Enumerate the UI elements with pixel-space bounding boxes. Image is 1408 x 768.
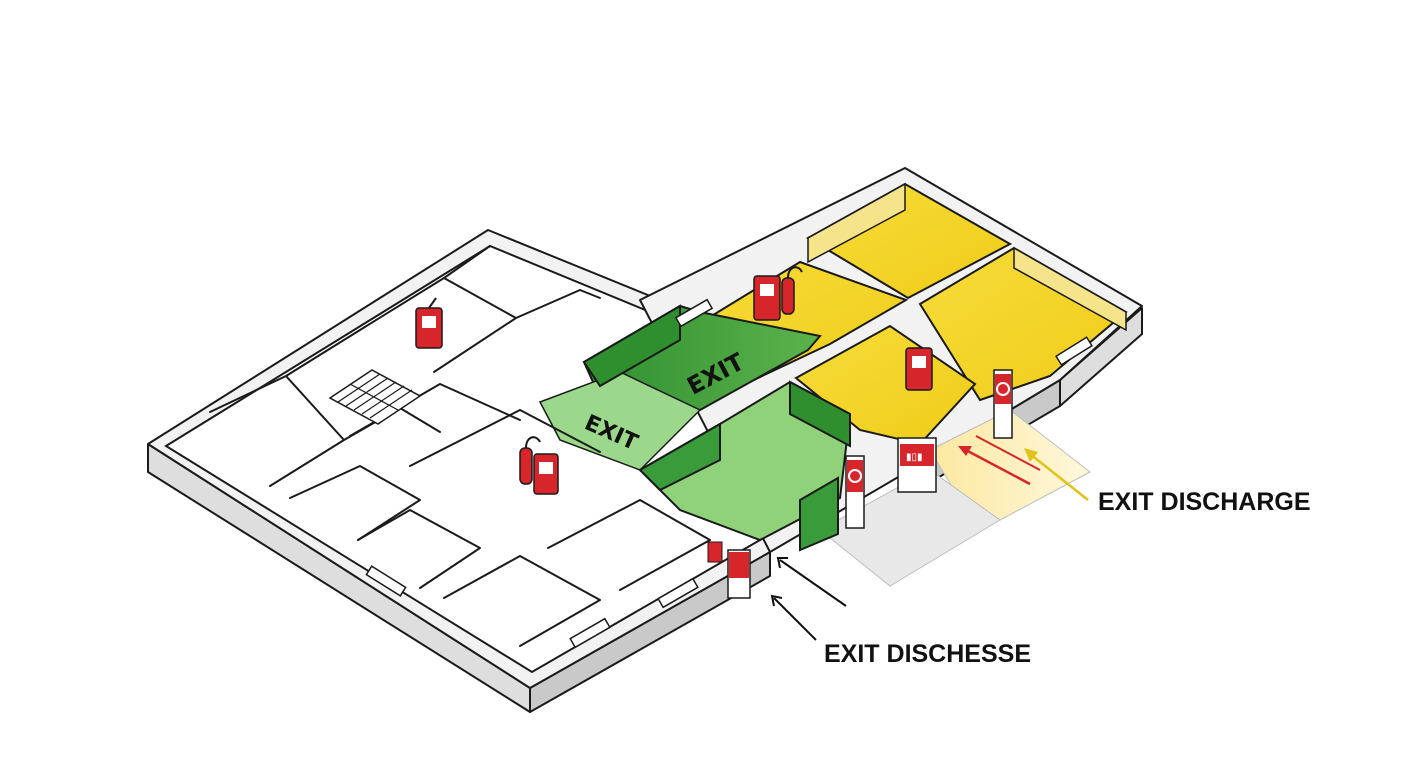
room-wall-b (443, 245, 491, 279)
room-wall-j (547, 499, 711, 591)
exit-dischesse-pointers (770, 557, 847, 641)
fire-extinguisher-icon (753, 266, 803, 321)
green-wall-face-2 (638, 422, 721, 492)
room-wall-g (289, 465, 421, 541)
room-wall-h (357, 509, 481, 589)
green-wall-face-1 (582, 304, 681, 388)
staircase (328, 369, 422, 425)
exit-sign-icon (993, 369, 1013, 439)
windows (365, 298, 1093, 649)
room-wall-d (285, 329, 361, 377)
fire-extinguisher-icon (519, 436, 559, 495)
room-wall-a (359, 277, 517, 373)
exit-discharge-label: EXIT DISCHARGE (1098, 488, 1311, 516)
exit-sign-icon (845, 455, 865, 529)
exit-sign-icon (707, 541, 751, 599)
room-wall-e (209, 375, 345, 487)
room-wall-i (443, 555, 601, 647)
exit-room-lower (638, 380, 852, 542)
svg-text:▮▯▮: ▮▯▮ (906, 452, 923, 463)
interior-walls (209, 245, 711, 647)
yellow-wall-face-1 (807, 182, 906, 264)
yellow-wall-face-2 (1013, 246, 1127, 332)
exit-access-path (538, 304, 852, 552)
green-wall-face-3 (789, 380, 851, 448)
exit-discharge-pointer (1024, 448, 1089, 501)
fire-extinguisher-icon (415, 297, 443, 349)
red-discharge-arrows (958, 435, 1041, 486)
exit-sign-icon: ▮▯▮ (897, 437, 937, 493)
fire-alarm-icon (905, 347, 933, 391)
room-wall-k (409, 409, 601, 467)
room-wall-c (515, 289, 601, 319)
exit-dischesse-label: EXIT DISCHESSE (824, 640, 1031, 668)
green-door-panel (799, 476, 839, 552)
exit-discharge-walkway (819, 469, 1001, 587)
